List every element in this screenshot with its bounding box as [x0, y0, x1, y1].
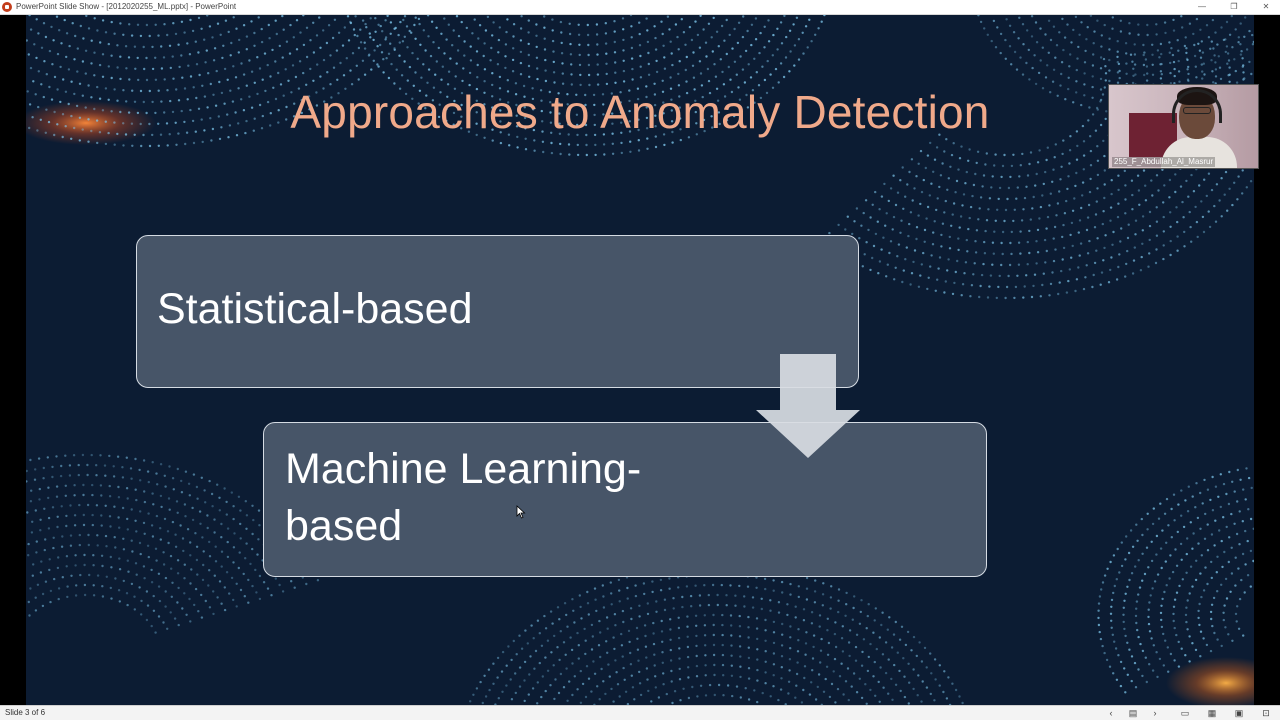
- previous-slide-icon[interactable]: ‹: [1109, 708, 1113, 718]
- statistical-based-box: Statistical-based: [136, 235, 859, 388]
- powerpoint-app-icon: [2, 2, 12, 12]
- headphones-icon: [1172, 89, 1222, 123]
- next-slide-icon[interactable]: ›: [1153, 708, 1157, 718]
- dotted-wave-decoration: [26, 15, 1254, 705]
- status-bar: Slide 3 of 6 ‹ ▤ › ▭ ▦ ▣ ⊡: [0, 705, 1280, 720]
- mouse-pointer-icon: [516, 505, 526, 519]
- statistical-based-label: Statistical-based: [157, 285, 473, 333]
- machine-learning-based-label: Machine Learning-based: [285, 445, 642, 550]
- normal-view-icon[interactable]: ▭: [1180, 708, 1190, 718]
- participant-shirt: [1161, 137, 1237, 168]
- slide-title: Approaches to Anomaly Detection: [290, 86, 990, 138]
- title-bar: PowerPoint Slide Show - [2012020255_ML.p…: [0, 0, 1280, 15]
- close-button[interactable]: ✕: [1262, 2, 1270, 11]
- down-arrow-icon: [756, 354, 860, 458]
- reading-view-icon[interactable]: ▣: [1234, 708, 1244, 718]
- slideshow-view-icon[interactable]: ⊡: [1262, 708, 1270, 718]
- restore-button[interactable]: ❐: [1230, 2, 1238, 11]
- slide-canvas[interactable]: Approaches to Anomaly Detection Statisti…: [26, 15, 1254, 705]
- participant-name: 255_F_Abdullah_Al_Masrur: [1112, 157, 1216, 167]
- machine-learning-based-box: Machine Learning-based: [263, 422, 987, 577]
- slide-sorter-view-icon[interactable]: ▦: [1207, 708, 1217, 718]
- slide-counter: Slide 3 of 6: [5, 708, 46, 717]
- webcam-overlay[interactable]: 255_F_Abdullah_Al_Masrur: [1108, 84, 1259, 169]
- notes-icon[interactable]: ▤: [1128, 708, 1138, 718]
- minimize-button[interactable]: —: [1198, 2, 1206, 11]
- glasses-icon: [1183, 107, 1211, 114]
- window-title: PowerPoint Slide Show - [2012020255_ML.p…: [16, 2, 237, 11]
